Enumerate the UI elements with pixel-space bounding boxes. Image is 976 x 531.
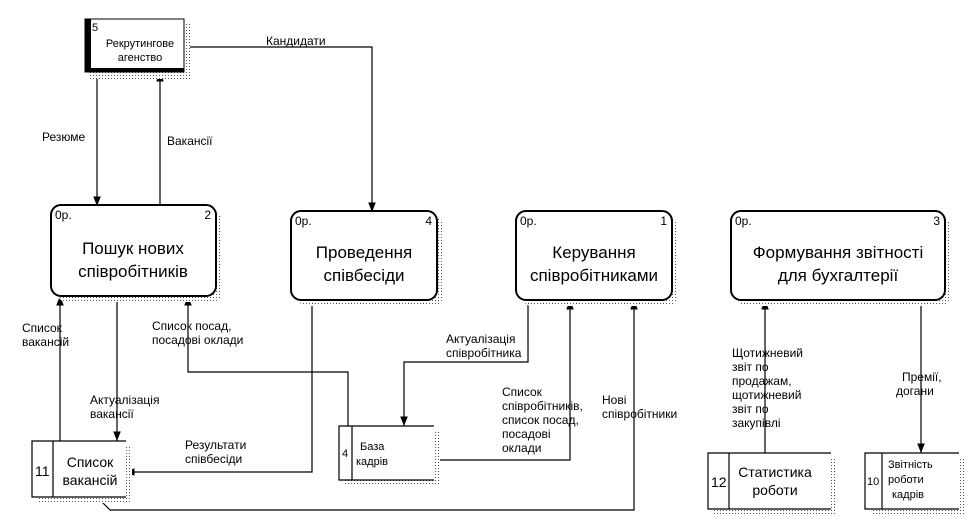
process-employee-management: 0р. 1 Керування співробітниками <box>515 210 678 306</box>
store-label-line3: кадрів <box>892 489 924 501</box>
flow-label-vacancy-list: Список вакансій <box>22 321 69 349</box>
entity-label-line1: Рекрутингове <box>106 38 174 50</box>
process-employee-search: 0р. 2 Пошук нових співробітників <box>50 204 222 302</box>
process-title-line2: співробітників <box>78 262 188 281</box>
store-label-line2: роботи <box>888 474 924 486</box>
store-id: 11 <box>35 463 50 479</box>
process-accounting-reports: 0р. 3 Формування звітності для бухгалтер… <box>730 210 951 306</box>
store-id: 4 <box>342 448 348 460</box>
data-store-vacancy-list: 11 Список вакансій <box>31 440 132 503</box>
data-store-personnel-base: 4 База кадрів <box>338 425 440 486</box>
store-id: 10 <box>867 476 879 488</box>
process-title-line2: співробітниками <box>530 266 658 285</box>
flow-label-employee-list: Список співробітників, список посад, пос… <box>502 385 586 455</box>
flow-label-positions: Список посад, посадові оклади <box>152 319 243 347</box>
flow-line-employee-list <box>434 300 574 461</box>
store-label-line2: роботи <box>752 482 797 498</box>
flow-label-new-employees: Нові співробітники <box>602 393 677 421</box>
store-label-line1: Список <box>67 454 114 470</box>
process-number: 2 <box>204 208 211 222</box>
process-number: 4 <box>425 214 432 228</box>
flow-line-new-employees <box>96 300 638 511</box>
process-prefix: 0р. <box>295 214 312 228</box>
flow-line-candidates <box>184 46 376 212</box>
process-title-line2: для бухгалтерії <box>778 266 899 285</box>
process-interview: 0р. 4 Проведення співбесіди <box>290 210 443 306</box>
entity-label-line2: агенство <box>118 52 162 64</box>
flow-line-positions <box>184 296 349 428</box>
process-title-line1: Проведення <box>316 243 412 262</box>
process-number: 3 <box>933 214 940 228</box>
process-title-line2: співбесіди <box>323 266 404 285</box>
process-title-line1: Пошук нових <box>82 239 184 258</box>
entity-id: 5 <box>92 22 98 34</box>
store-label-line1: Звітність <box>888 459 933 471</box>
process-prefix: 0р. <box>55 208 72 222</box>
store-label-line2: кадрів <box>356 456 388 468</box>
process-prefix: 0р. <box>520 214 537 228</box>
flow-label-resume: Резюме <box>42 130 86 144</box>
store-label-line2: вакансій <box>63 472 118 488</box>
flow-label-vacancy-update: Актуалізація вакансії <box>90 393 163 421</box>
process-title-line1: Керування <box>552 243 635 262</box>
flow-line-employee-update <box>400 300 529 426</box>
data-store-work-statistics: 12 Статистика роботи <box>707 452 837 515</box>
flow-label-vacancies: Вакансії <box>167 134 213 148</box>
flow-label-weekly-report: Щотижневий звіт по продажам, щотижневий … <box>732 346 806 430</box>
flow-labels: Кандидати Резюме Вакансії Список вакансі… <box>22 34 945 466</box>
data-store-personnel-reporting: 10 Звітність роботи кадрів <box>864 452 965 515</box>
store-id: 12 <box>711 474 727 490</box>
flow-label-candidates: Кандидати <box>266 34 326 48</box>
flow-label-bonuses: Премії, догани <box>896 370 945 398</box>
store-label-line1: База <box>360 441 385 453</box>
store-label-line1: Статистика <box>738 464 812 480</box>
process-number: 1 <box>660 214 667 228</box>
external-entity-recruiting-agency: 5 Рекрутингове агенство <box>84 18 190 79</box>
process-title-line1: Формування звітності <box>753 243 924 262</box>
flow-lines <box>56 46 925 511</box>
flow-line-interview-results <box>125 300 313 476</box>
flow-label-interview-results: Результати співбесіди <box>185 438 250 466</box>
process-prefix: 0р. <box>735 214 752 228</box>
flow-label-employee-update: Актуалізація співробітника <box>446 332 522 360</box>
